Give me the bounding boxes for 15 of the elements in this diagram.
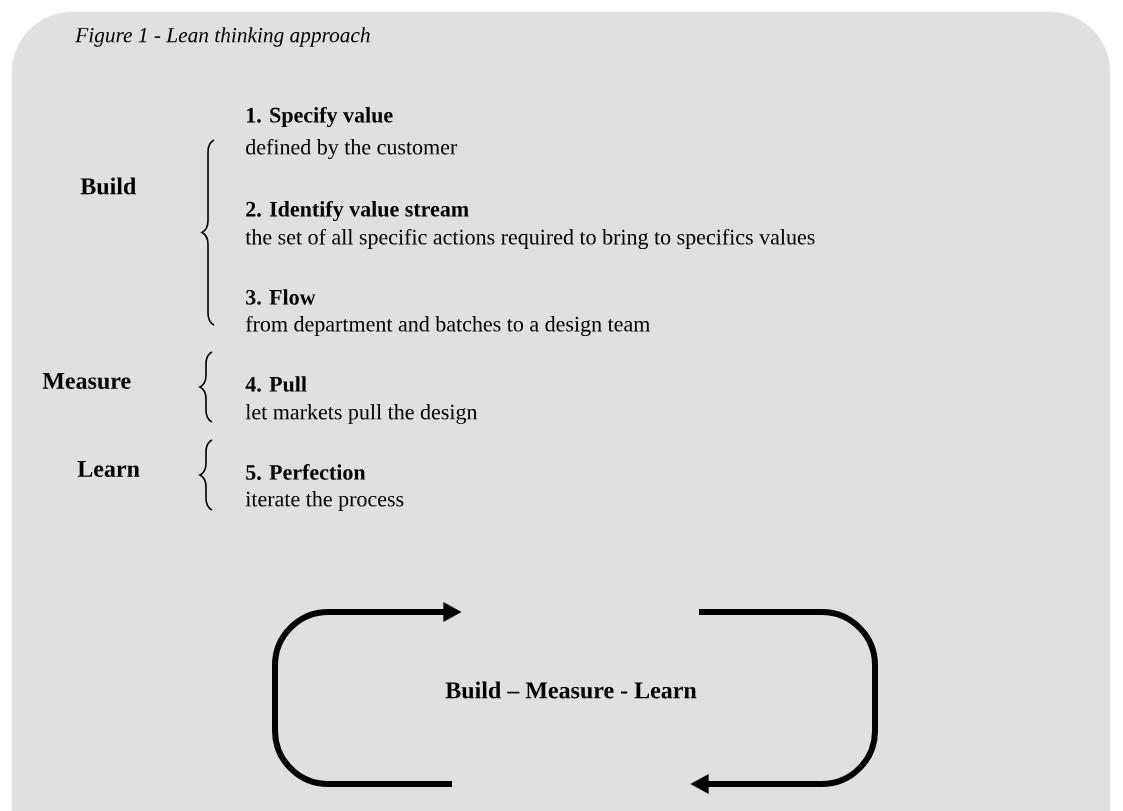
step-description: the set of all specific actions required to bring to specifics values <box>245 228 815 250</box>
cycle-label: Build – Measure - Learn <box>445 681 697 699</box>
group-label: Measure <box>42 373 131 389</box>
group-label: Build <box>80 177 137 195</box>
step-heading: 2. Identify value stream <box>246 200 469 222</box>
step-heading: 5. Perfection <box>246 464 366 480</box>
figure-title: Figure 1 - Lean thinking approach <box>75 27 370 47</box>
step-heading: 4. Pull <box>245 376 307 392</box>
step-heading: 1. Specify value <box>247 106 393 128</box>
step-description: from department and batches to a design team <box>245 315 650 337</box>
step-description: iterate the process <box>245 491 404 511</box>
step-description: let markets pull the design <box>245 404 478 424</box>
group-label: Learn <box>77 461 140 477</box>
step-description: defined by the customer <box>246 138 458 160</box>
step-heading: 3. Flow <box>246 289 316 305</box>
